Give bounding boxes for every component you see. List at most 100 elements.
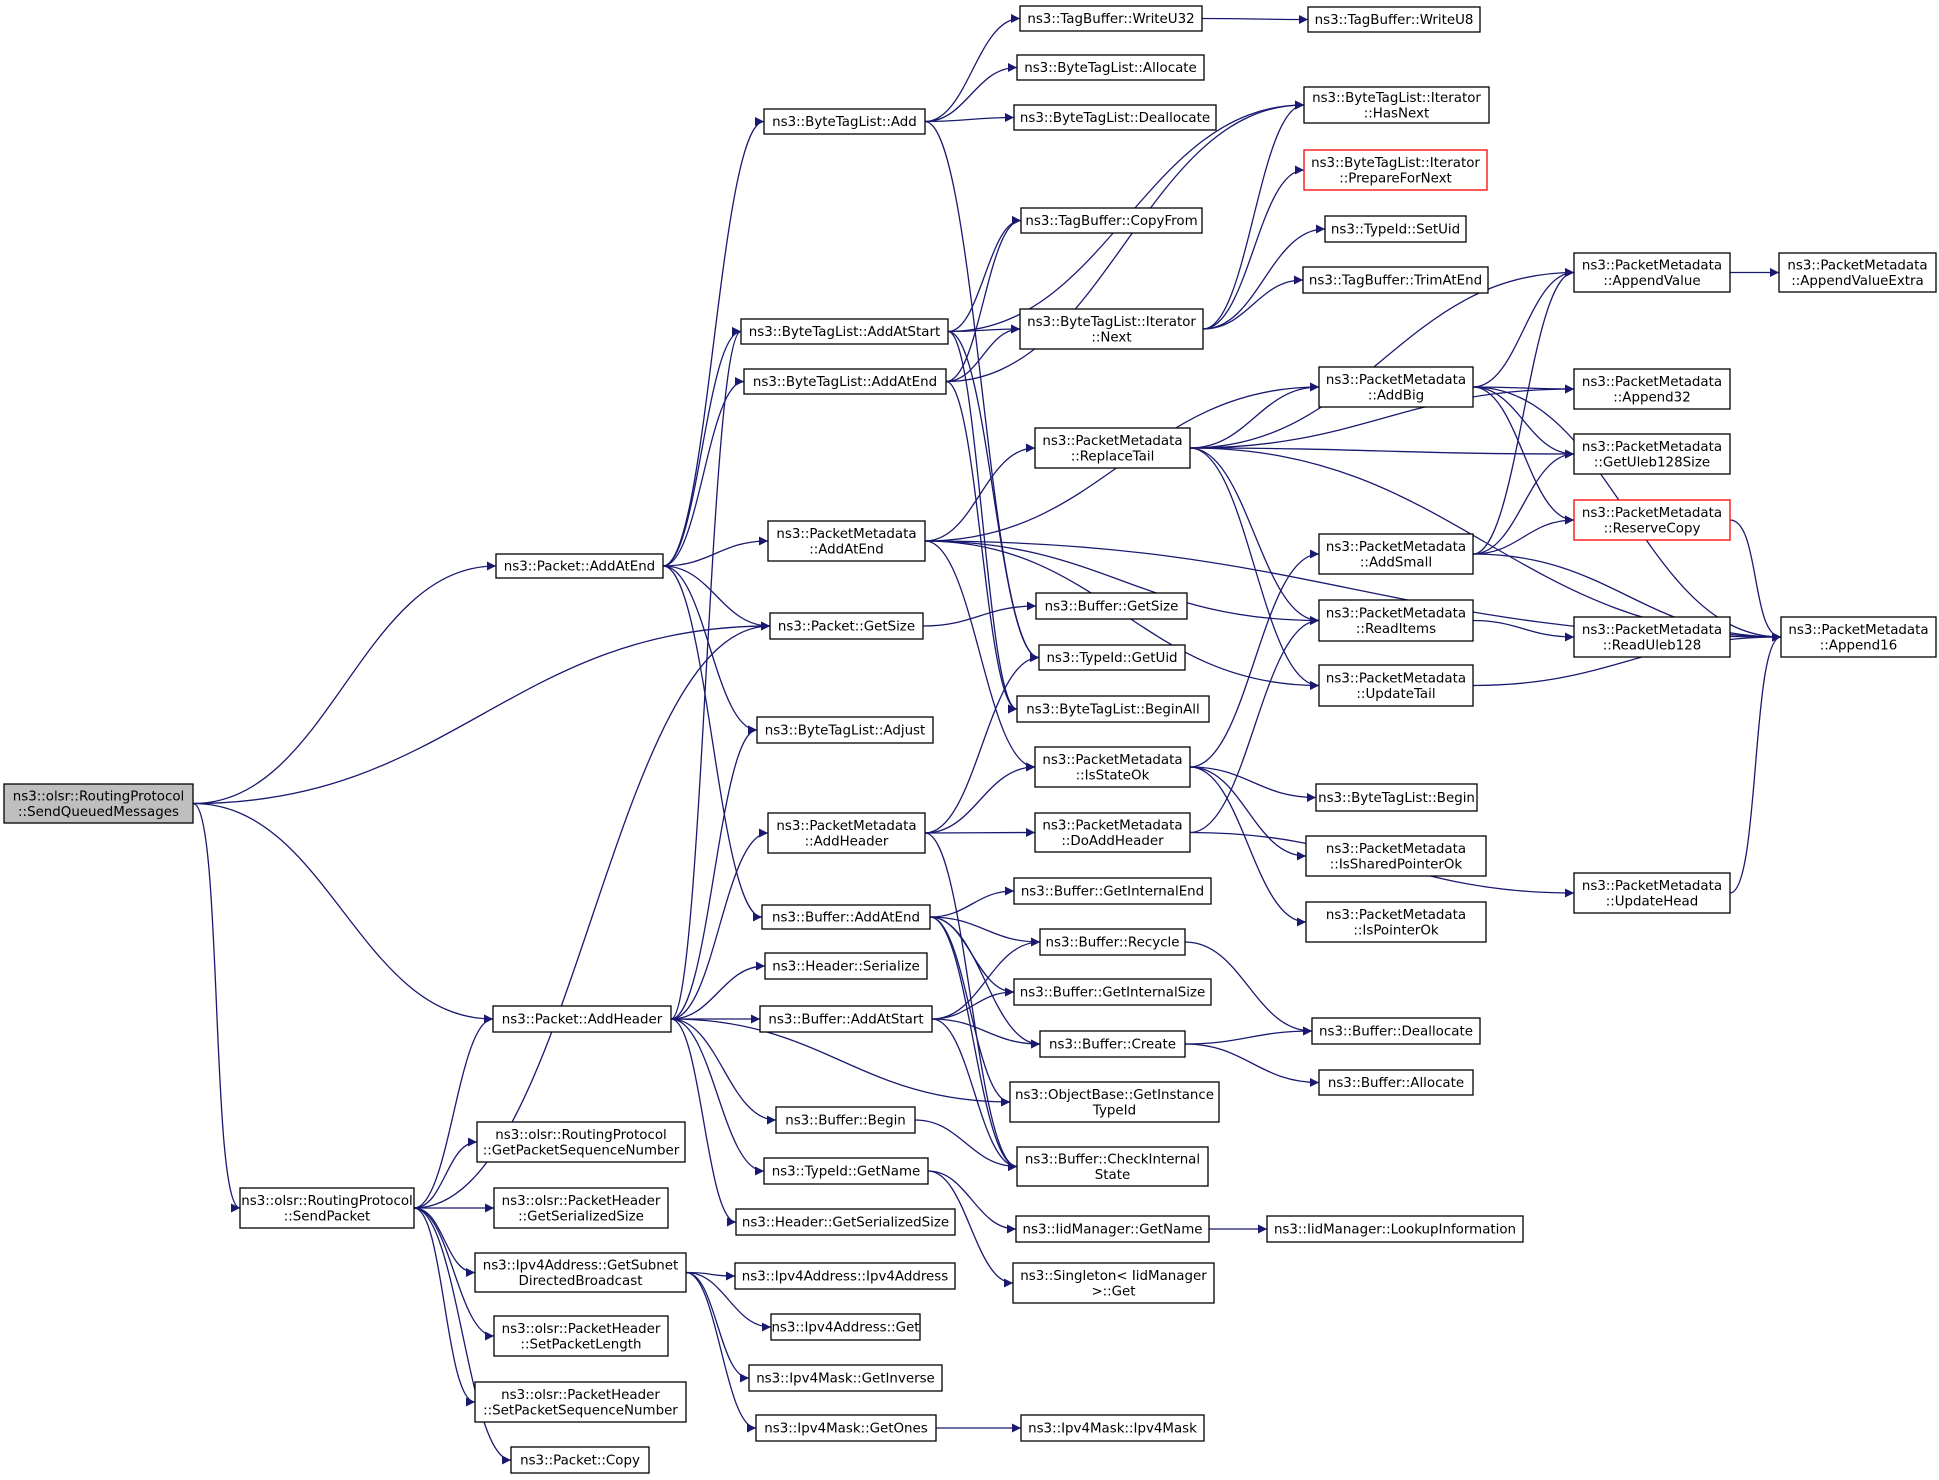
- node-box[interactable]: [1305, 901, 1487, 943]
- node-box[interactable]: [1009, 1081, 1220, 1123]
- graph-node-n65[interactable]: ns3::PacketMetadata::ReserveCopy: [1573, 499, 1731, 541]
- graph-node-n27[interactable]: ns3::TagBuffer::WriteU32: [1019, 5, 1203, 32]
- node-box[interactable]: [1778, 252, 1937, 293]
- node-box[interactable]: [1015, 1215, 1210, 1243]
- graph-node-n57[interactable]: ns3::PacketMetadata::IsSharedPointerOk: [1305, 835, 1487, 877]
- graph-node-n5[interactable]: ns3::ByteTagList::Add: [763, 108, 926, 135]
- graph-node-n15[interactable]: ns3::TypeId::GetName: [763, 1157, 929, 1185]
- graph-node-n18[interactable]: ns3::olsr::PacketHeader::GetSerializedSi…: [493, 1187, 669, 1229]
- node-box[interactable]: [1302, 266, 1489, 294]
- node-box[interactable]: [1318, 533, 1474, 575]
- graph-node-n6[interactable]: ns3::ByteTagList::AddAtStart: [740, 318, 949, 345]
- graph-node-n59[interactable]: ns3::Buffer::Deallocate: [1311, 1017, 1481, 1045]
- graph-node-n26[interactable]: ns3::Ipv4Mask::GetOnes: [755, 1414, 937, 1442]
- node-box[interactable]: [1573, 499, 1731, 541]
- node-box[interactable]: [1573, 616, 1731, 658]
- graph-node-n64[interactable]: ns3::PacketMetadata::GetUleb128Size: [1573, 433, 1731, 475]
- graph-node-n16[interactable]: ns3::Header::GetSerializedSize: [735, 1208, 956, 1236]
- graph-node-n13[interactable]: ns3::Buffer::AddAtStart: [759, 1005, 933, 1033]
- graph-node-n44[interactable]: ns3::IidManager::GetName: [1015, 1215, 1210, 1243]
- graph-node-n53[interactable]: ns3::PacketMetadata::AddSmall: [1318, 533, 1474, 575]
- graph-node-n3[interactable]: ns3::Packet::AddHeader: [492, 1005, 672, 1033]
- node-box[interactable]: [1318, 599, 1474, 642]
- graph-node-n51[interactable]: ns3::TagBuffer::TrimAtEnd: [1302, 266, 1489, 294]
- node-box[interactable]: [493, 1187, 669, 1229]
- node-box[interactable]: [1019, 308, 1204, 350]
- node-box[interactable]: [748, 1364, 943, 1392]
- node-box[interactable]: [764, 952, 928, 980]
- node-box[interactable]: [1019, 5, 1203, 32]
- graph-node-n1[interactable]: ns3::Packet::AddAtEnd: [495, 553, 664, 579]
- node-box[interactable]: [1038, 644, 1186, 671]
- node-box[interactable]: [1573, 252, 1731, 293]
- graph-node-n39[interactable]: ns3::Buffer::Recycle: [1039, 928, 1186, 956]
- graph-node-n2[interactable]: ns3::Packet::GetSize: [769, 612, 924, 640]
- node-box[interactable]: [755, 1414, 937, 1442]
- node-box[interactable]: [775, 1106, 916, 1134]
- graph-node-n12[interactable]: ns3::Header::Serialize: [764, 952, 928, 980]
- graph-node-n0[interactable]: ns3::olsr::RoutingProtocol::SendQueuedMe…: [3, 783, 194, 824]
- graph-node-n33[interactable]: ns3::Buffer::GetSize: [1035, 592, 1188, 620]
- graph-node-n56[interactable]: ns3::ByteTagList::Begin: [1315, 783, 1478, 812]
- graph-node-n48[interactable]: ns3::ByteTagList::Iterator::HasNext: [1303, 86, 1490, 124]
- node-box[interactable]: [476, 1121, 686, 1163]
- graph-node-n67[interactable]: ns3::PacketMetadata::UpdateHead: [1573, 872, 1731, 914]
- graph-node-n55[interactable]: ns3::PacketMetadata::UpdateTail: [1318, 664, 1474, 707]
- node-box[interactable]: [1020, 207, 1203, 234]
- graph-node-n58[interactable]: ns3::PacketMetadata::IsPointerOk: [1305, 901, 1487, 943]
- graph-node-n28[interactable]: ns3::ByteTagList::Allocate: [1016, 54, 1205, 81]
- graph-node-n22[interactable]: ns3::Packet::Copy: [510, 1446, 650, 1474]
- graph-node-n35[interactable]: ns3::ByteTagList::BeginAll: [1016, 695, 1210, 723]
- node-box[interactable]: [1311, 1017, 1481, 1045]
- graph-node-n7[interactable]: ns3::ByteTagList::AddAtEnd: [743, 368, 947, 395]
- graph-node-n19[interactable]: ns3::Ipv4Address::GetSubnetDirectedBroad…: [474, 1252, 687, 1293]
- node-box[interactable]: [1780, 616, 1937, 658]
- node-box[interactable]: [1013, 104, 1217, 131]
- node-box[interactable]: [1266, 1215, 1524, 1243]
- graph-node-n54[interactable]: ns3::PacketMetadata::ReadItems: [1318, 599, 1474, 642]
- graph-node-n10[interactable]: ns3::PacketMetadata::AddHeader: [767, 812, 926, 854]
- node-box[interactable]: [767, 812, 926, 854]
- node-box[interactable]: [1034, 427, 1191, 469]
- node-box[interactable]: [1573, 872, 1731, 914]
- graph-node-n38[interactable]: ns3::Buffer::GetInternalEnd: [1013, 877, 1212, 905]
- graph-node-n14[interactable]: ns3::Buffer::Begin: [775, 1106, 916, 1134]
- graph-node-n21[interactable]: ns3::olsr::PacketHeader::SetPacketSequen…: [474, 1381, 687, 1423]
- node-box[interactable]: [1034, 812, 1191, 853]
- graph-node-n61[interactable]: ns3::IidManager::LookupInformation: [1266, 1215, 1524, 1243]
- graph-node-n17[interactable]: ns3::olsr::RoutingProtocol::GetPacketSeq…: [476, 1121, 686, 1163]
- node-box[interactable]: [1039, 1030, 1186, 1058]
- graph-node-n29[interactable]: ns3::ByteTagList::Deallocate: [1013, 104, 1217, 131]
- node-box[interactable]: [1318, 664, 1474, 707]
- node-box[interactable]: [743, 368, 947, 395]
- node-box[interactable]: [1318, 1069, 1474, 1096]
- node-box[interactable]: [1020, 1414, 1205, 1442]
- node-box[interactable]: [1034, 746, 1191, 788]
- graph-node-n32[interactable]: ns3::PacketMetadata::ReplaceTail: [1034, 427, 1191, 469]
- node-box[interactable]: [761, 904, 931, 930]
- graph-node-n24[interactable]: ns3::Ipv4Address::Get: [770, 1313, 921, 1341]
- graph-node-n68[interactable]: ns3::PacketMetadata::AppendValueExtra: [1778, 252, 1937, 293]
- graph-node-n47[interactable]: ns3::TagBuffer::WriteU8: [1307, 6, 1481, 33]
- graph-node-n8[interactable]: ns3::PacketMetadata::AddAtEnd: [767, 520, 926, 562]
- node-box[interactable]: [1035, 592, 1188, 620]
- graph-node-n37[interactable]: ns3::PacketMetadata::DoAddHeader: [1034, 812, 1191, 853]
- graph-node-n52[interactable]: ns3::PacketMetadata::AddBig: [1318, 366, 1474, 408]
- node-box[interactable]: [1016, 1146, 1209, 1187]
- graph-node-n40[interactable]: ns3::Buffer::GetInternalSize: [1013, 978, 1212, 1006]
- node-box[interactable]: [1016, 54, 1205, 81]
- node-box[interactable]: [1303, 149, 1488, 191]
- graph-node-n50[interactable]: ns3::TypeId::SetUid: [1324, 215, 1467, 243]
- graph-node-n69[interactable]: ns3::PacketMetadata::Append16: [1780, 616, 1937, 658]
- node-box[interactable]: [3, 783, 194, 824]
- graph-node-n23[interactable]: ns3::Ipv4Address::Ipv4Address: [734, 1262, 956, 1290]
- node-box[interactable]: [1318, 366, 1474, 408]
- graph-node-n49[interactable]: ns3::ByteTagList::Iterator::PrepareForNe…: [1303, 149, 1488, 191]
- graph-node-n31[interactable]: ns3::ByteTagList::Iterator::Next: [1019, 308, 1204, 350]
- graph-node-n30[interactable]: ns3::TagBuffer::CopyFrom: [1020, 207, 1203, 234]
- graph-node-n60[interactable]: ns3::Buffer::Allocate: [1318, 1069, 1474, 1096]
- node-box[interactable]: [1039, 928, 1186, 956]
- node-box[interactable]: [1013, 978, 1212, 1006]
- node-box[interactable]: [1303, 86, 1490, 124]
